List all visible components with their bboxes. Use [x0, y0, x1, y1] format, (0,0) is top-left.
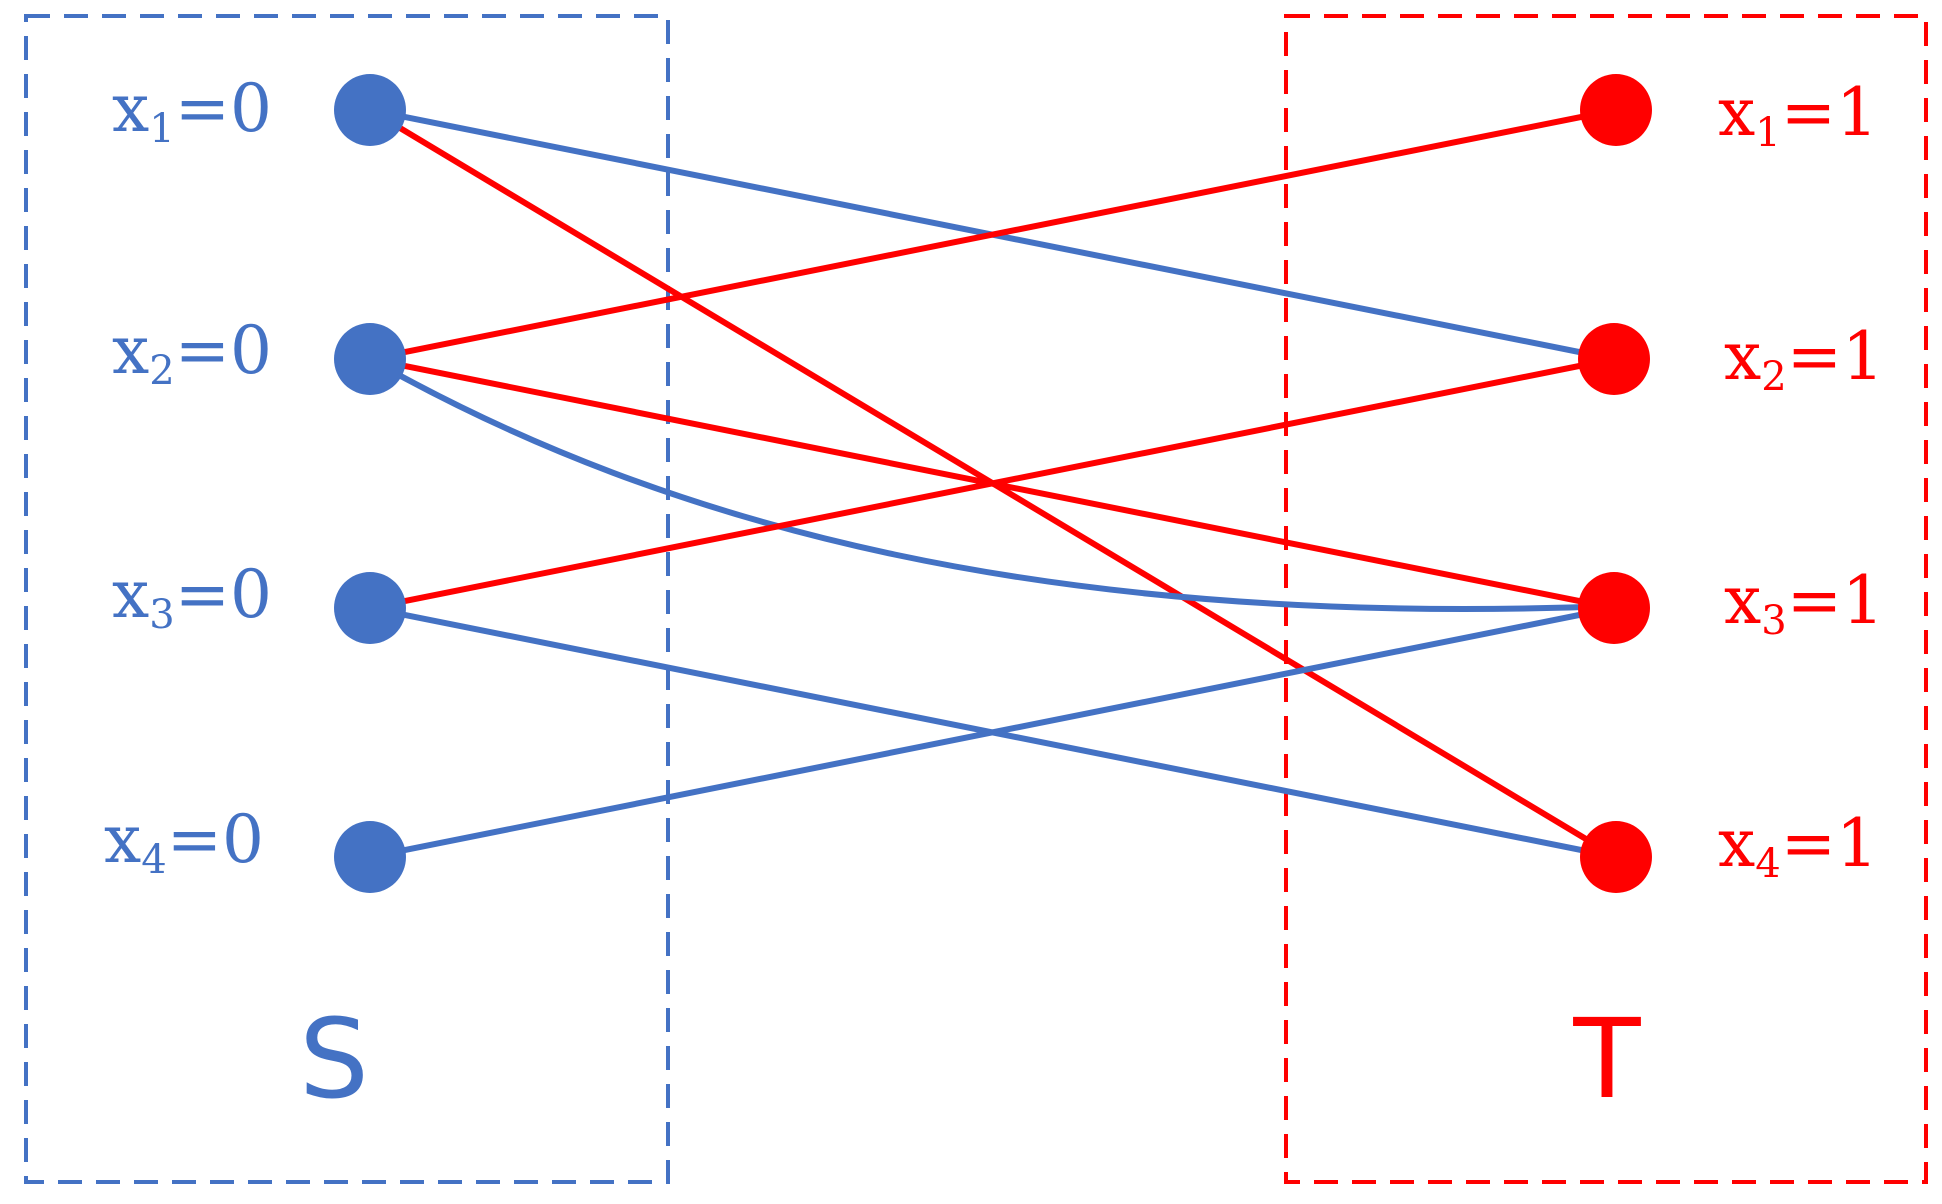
left-node-3	[334, 572, 406, 644]
set-t-box	[1284, 14, 1928, 1184]
set-t-label: T	[1572, 995, 1641, 1123]
left-label-4: x4=0	[104, 801, 264, 883]
left-node-4	[334, 821, 406, 893]
right-label-4: x4=1	[1718, 805, 1878, 887]
right-node-1	[1580, 74, 1652, 146]
left-label-3: x3=0	[112, 556, 272, 638]
right-node-3	[1578, 572, 1650, 644]
edges-layer	[367, 107, 1619, 860]
edge-x3-to-x2-red	[367, 356, 1617, 611]
right-node-2	[1578, 323, 1650, 395]
edge-x4-to-x3-blue	[367, 605, 1617, 860]
left-label-2: x2=0	[112, 312, 272, 394]
set-s-box	[24, 14, 670, 1184]
edge-x2-to-x1-red	[367, 107, 1619, 362]
set-s-label: S	[299, 995, 369, 1123]
left-nodes	[334, 74, 406, 893]
right-label-3: x3=1	[1724, 562, 1884, 644]
left-node-2	[334, 323, 406, 395]
left-label-1: x1=0	[112, 70, 272, 152]
right-label-2: x2=1	[1724, 318, 1884, 400]
edge-x2-to-x3-blue	[367, 356, 1617, 612]
right-nodes	[1578, 74, 1652, 893]
left-node-1	[334, 74, 406, 146]
right-node-4	[1580, 821, 1652, 893]
right-label-1: x1=1	[1718, 74, 1878, 156]
